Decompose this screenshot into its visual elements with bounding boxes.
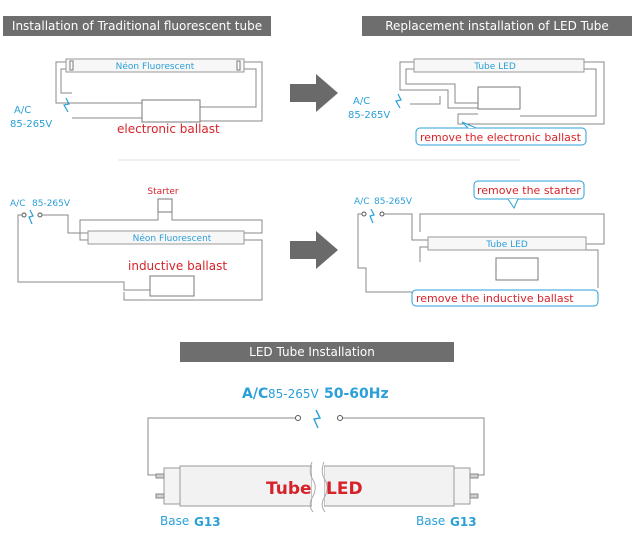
tube-pin: [69, 60, 74, 71]
wire: [171, 212, 263, 234]
callout-remove-electronic: [415, 127, 587, 146]
wire: [357, 213, 412, 293]
lightning-icon: [369, 208, 375, 224]
base-right-word: Base: [416, 514, 445, 528]
led-word: LED: [326, 479, 363, 499]
tube-label: Néon Fluorescent: [133, 233, 212, 244]
starter-label: Starter: [147, 187, 179, 197]
led-tube-right-half: [323, 465, 455, 507]
tube-end-cap-right: [453, 467, 471, 505]
wire: [405, 68, 478, 104]
source-voltage: 85-265V: [10, 119, 52, 130]
callout-text: remove the electronic ballast: [420, 131, 582, 144]
wire: [200, 68, 257, 108]
header-led-install: LED Tube Installation: [249, 345, 375, 359]
source-ac: A/C: [10, 199, 25, 209]
source-frequency: 50-60Hz: [324, 386, 389, 402]
callout-remove-inductive: [411, 289, 599, 307]
right-arrow-icon: [290, 231, 338, 269]
base-left-model: G13: [194, 515, 221, 529]
wire: [123, 239, 263, 301]
ballast-label: electronic ballast: [117, 122, 220, 136]
removed-ballast-box: [477, 86, 521, 110]
callout-ballast-text: remove the inductive ballast: [416, 292, 574, 305]
base-left-word: Base: [160, 514, 189, 528]
wire: [17, 214, 150, 291]
wire: [55, 61, 142, 104]
panel-replacement-electronic: Replacement installation of LED Tube Tub…: [348, 16, 632, 146]
wire: [457, 61, 605, 125]
base-right-model: G13: [450, 515, 477, 529]
starter-box: [157, 198, 173, 213]
terminal: [379, 211, 385, 217]
led-tube: [427, 236, 587, 251]
source-voltage: 85-265V: [32, 199, 71, 209]
panel-traditional-electronic: Installation of Traditional fluorescent …: [3, 16, 271, 136]
fluorescent-tube: [87, 230, 245, 245]
wire: [60, 68, 72, 94]
wire: [520, 68, 597, 117]
panel-led-installation: LED Tube Installation A/C 85-265V 50-60H…: [147, 342, 485, 529]
callout-starter-text: remove the starter: [477, 184, 581, 197]
header-traditional-bg: [3, 16, 271, 36]
break-line: [321, 461, 328, 513]
tube-label: Néon Fluorescent: [116, 61, 195, 72]
ballast-label: inductive ballast: [128, 259, 227, 273]
led-tube-left-half: [179, 465, 313, 507]
header-traditional: Installation of Traditional fluorescent …: [12, 19, 262, 33]
wire: [79, 212, 159, 241]
tube-pin: [236, 60, 241, 71]
header-led-install-bg: [180, 342, 454, 362]
tube-break-gap: [312, 460, 324, 512]
pin: [155, 473, 165, 479]
source-voltage: 85-265V: [268, 387, 320, 401]
electronic-ballast-box: [141, 99, 201, 123]
terminal: [361, 211, 367, 217]
wire: [410, 96, 441, 105]
callout-pointer: [507, 198, 519, 210]
led-tube: [413, 58, 585, 73]
panel-traditional-inductive: A/C 85-265V Starter Néon Fluorescent ind…: [10, 187, 263, 301]
callout-pointer: [461, 121, 477, 129]
fluorescent-tube: [65, 58, 245, 73]
header-replacement: Replacement installation of LED Tube: [385, 19, 609, 33]
terminal: [21, 212, 27, 218]
source-voltage: 85-265V: [348, 110, 390, 121]
header-replacement-bg: [362, 16, 632, 36]
wire: [419, 213, 605, 245]
lightning-icon: [395, 93, 402, 109]
tube-label: Tube LED: [485, 240, 528, 250]
source-ac: A/C: [354, 197, 369, 207]
lightning-icon: [28, 209, 34, 225]
pin: [469, 473, 479, 479]
wire: [399, 61, 478, 109]
pin: [155, 493, 165, 499]
terminal: [295, 415, 301, 421]
wire: [384, 213, 428, 241]
right-arrow-icon: [290, 74, 338, 112]
tube-word: Tube: [266, 479, 312, 499]
terminal: [37, 212, 43, 218]
lightning-icon: [63, 97, 70, 113]
wire: [419, 246, 428, 262]
terminal: [337, 415, 343, 421]
lightning-icon: [312, 409, 322, 429]
tube-label: Tube LED: [473, 62, 516, 72]
tube-end-cap-left: [163, 467, 181, 505]
source-ac: A/C: [242, 386, 268, 402]
wire: [586, 249, 599, 288]
inductive-ballast-box: [149, 275, 195, 297]
removed-ballast-box: [495, 257, 539, 281]
source-voltage: 85-265V: [374, 197, 413, 207]
pin: [469, 493, 479, 499]
source-ac: A/C: [353, 96, 370, 107]
callout-remove-starter: [473, 180, 585, 200]
wire: [42, 214, 88, 234]
break-line: [309, 461, 316, 513]
panel-replacement-inductive: A/C 85-265V Tube LED remove the starter …: [354, 180, 605, 307]
source-ac: A/C: [14, 105, 31, 116]
